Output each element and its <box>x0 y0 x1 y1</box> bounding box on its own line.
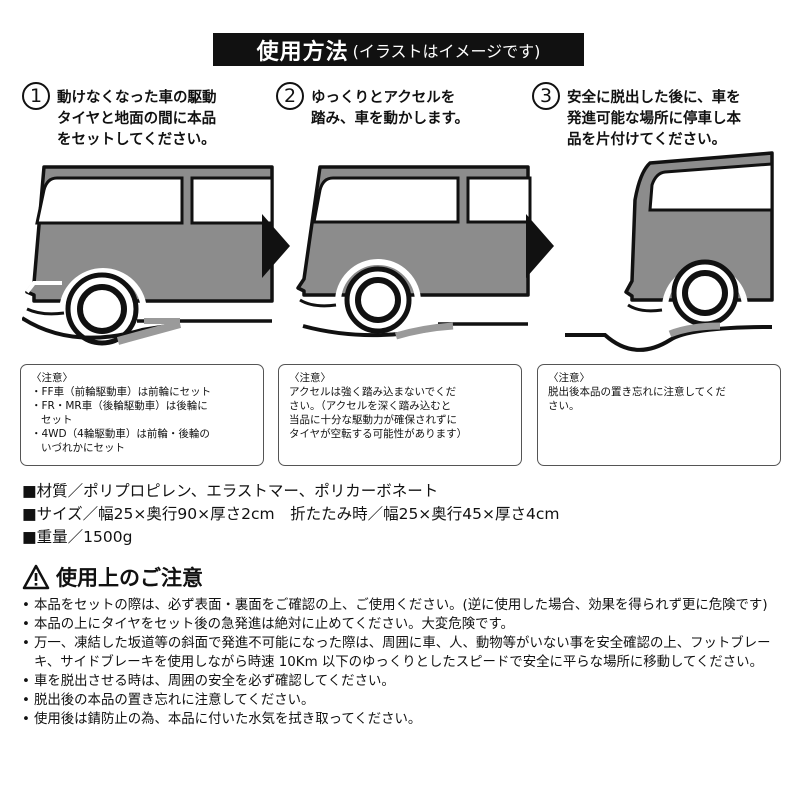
note-line: ・FR・MR車（後輪駆動車）は後輪に <box>31 400 208 412</box>
note-line: 当品に十分な駆動力が確保されずに <box>289 414 457 426</box>
caution-item: 脱出後の本品の置き忘れに注意してください。 <box>22 691 782 710</box>
step-1-line: 動けなくなった車の駆動 <box>57 90 217 106</box>
note-line: さい。 <box>548 400 580 412</box>
step-1-line: をセットしてください。 <box>57 132 216 148</box>
step-3-line: 発進可能な場所に停車し本 <box>567 111 741 127</box>
step-1: 1 動けなくなった車の駆動 タイヤと地面の間に本品 をセットしてください。 <box>22 82 217 151</box>
step-2-text: ゆっくりとアクセルを 踏み、車を動かします。 <box>311 88 469 130</box>
note-box-1: 〈注意〉 ・FF車（前輪駆動車）は前輪にセット ・FR・MR車（後輪駆動車）は後… <box>20 364 264 466</box>
note-line: ・FF車（前輪駆動車）は前輪にセット <box>31 386 212 398</box>
step-3-number: 3 <box>532 82 560 110</box>
warning-icon <box>22 564 50 590</box>
note-line: さい。（アクセルを深く踏み込むと <box>289 400 452 412</box>
note-line: ・4WD（4輪駆動車）は前輪・後輪の <box>31 428 210 440</box>
spec-weight: ■重量／1500g <box>22 528 133 546</box>
caution-item: 本品の上にタイヤをセット後の急発進は絶対に止めてください。大変危険です。 <box>22 615 782 634</box>
note-title: 〈注意〉 <box>289 372 331 384</box>
illustration-step-2 <box>296 165 532 340</box>
step-3: 3 安全に脱出した後に、車を 発進可能な場所に停車し本 品を片付けてください。 <box>532 82 741 151</box>
step-3-line: 安全に脱出した後に、車を <box>567 90 741 106</box>
arrow-right-icon <box>526 214 554 278</box>
spec-material: ■材質／ポリプロピレン、エラストマー、ポリカーボネート <box>22 482 439 500</box>
section-title-bar: 使用方法 (イラストはイメージです) <box>213 33 584 66</box>
caution-heading: 使用上のご注意 <box>22 562 203 592</box>
note-line: アクセルは強く踏み込まないでくだ <box>289 386 457 398</box>
note-line: 脱出後本品の置き忘れに注意してくだ <box>548 386 726 398</box>
caution-item: 使用後は錆防止の為、本品に付いた水気を拭き取ってください。 <box>22 710 782 729</box>
step-2-number: 2 <box>276 82 304 110</box>
caution-item: 万一、凍結した坂道等の斜面で発進不可能になった際は、周囲に車、人、動物等がいない… <box>22 634 782 672</box>
step-2-line: 踏み、車を動かします。 <box>311 111 470 127</box>
note-title: 〈注意〉 <box>31 372 73 384</box>
step-1-number: 1 <box>22 82 50 110</box>
section-subtitle: (イラストはイメージです) <box>352 41 541 61</box>
spec-size: ■サイズ／幅25×奥行90×厚さ2cm 折たたみ時／幅25×奥行45×厚さ4cm <box>22 505 560 523</box>
caution-item: 本品をセットの際は、必ず表面・裏面をご確認の上、ご使用ください。(逆に使用した場… <box>22 596 782 615</box>
section-title: 使用方法 <box>256 39 349 65</box>
caution-item: 車を脱出させる時は、周囲の安全を必ず確認してください。 <box>22 672 782 691</box>
step-3-text: 安全に脱出した後に、車を 発進可能な場所に停車し本 品を片付けてください。 <box>567 88 741 151</box>
note-box-3: 〈注意〉 脱出後本品の置き忘れに注意してくだ さい。 <box>537 364 781 466</box>
note-line: セット <box>41 414 73 426</box>
step-2: 2 ゆっくりとアクセルを 踏み、車を動かします。 <box>276 82 469 130</box>
arrow-right-icon <box>262 214 290 278</box>
note-line: いづれかにセット <box>41 442 125 454</box>
step-2-line: ゆっくりとアクセルを <box>311 90 456 106</box>
caution-title: 使用上のご注意 <box>56 566 203 590</box>
note-box-2: 〈注意〉 アクセルは強く踏み込まないでくだ さい。（アクセルを深く踏み込むと 当… <box>278 364 522 466</box>
illustration-step-1 <box>22 165 274 346</box>
step-1-line: タイヤと地面の間に本品 <box>57 111 217 127</box>
illustration-step-3 <box>565 151 774 352</box>
caution-list: 本品をセットの際は、必ず表面・裏面をご確認の上、ご使用ください。(逆に使用した場… <box>22 596 782 729</box>
step-3-line: 品を片付けてください。 <box>567 132 727 148</box>
note-title: 〈注意〉 <box>548 372 590 384</box>
note-line: タイヤが空転する可能性があります） <box>289 428 468 440</box>
step-1-text: 動けなくなった車の駆動 タイヤと地面の間に本品 をセットしてください。 <box>57 88 217 151</box>
